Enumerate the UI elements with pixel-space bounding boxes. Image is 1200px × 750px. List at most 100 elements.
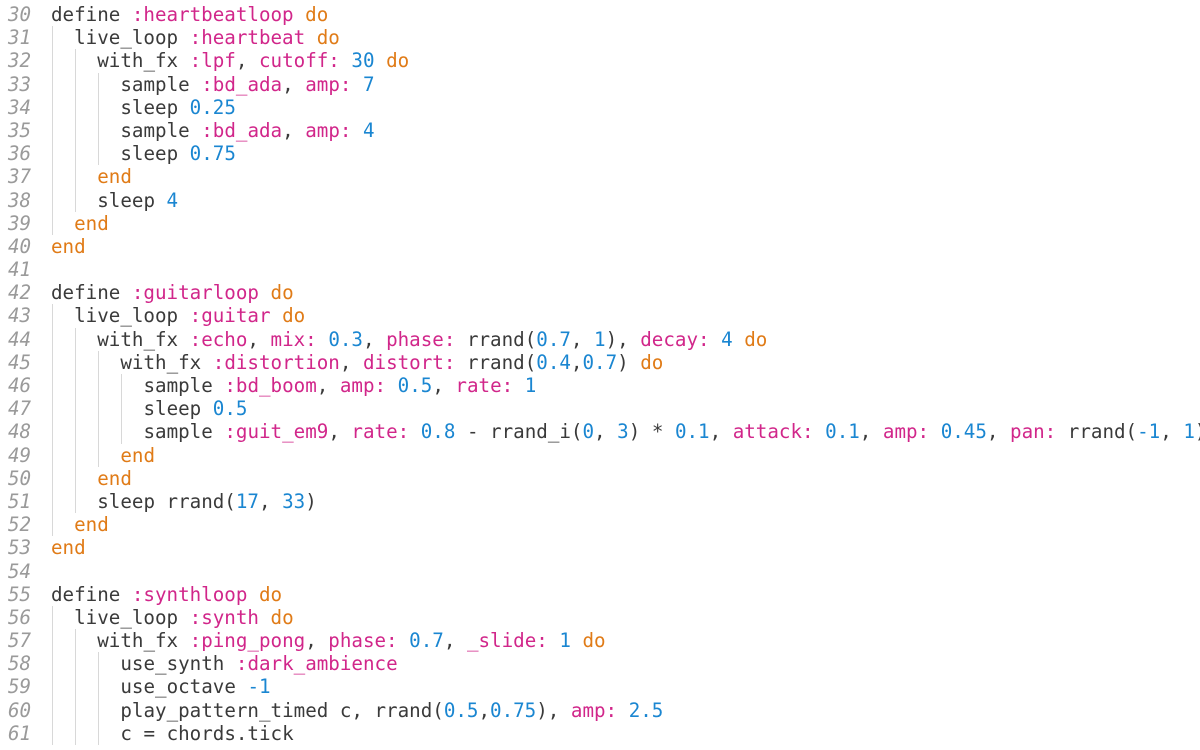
indent-guide bbox=[52, 652, 53, 676]
code-token: use_octave bbox=[120, 675, 248, 699]
indent-guide bbox=[52, 374, 53, 398]
line-number: 44 bbox=[8, 327, 32, 351]
indent-guide bbox=[75, 443, 77, 467]
code-text: sample :bd_ada, amp: 7 bbox=[120, 73, 374, 96]
code-token: live_loop bbox=[74, 304, 190, 328]
indent-guide bbox=[52, 466, 53, 490]
code-token: define bbox=[51, 3, 132, 26]
indent-guide bbox=[52, 675, 53, 699]
code-token: do bbox=[270, 605, 294, 629]
line-number: 38 bbox=[8, 188, 32, 212]
code-line[interactable]: 38 sleep 4 bbox=[0, 188, 1200, 212]
code-token: 0.7 bbox=[536, 327, 571, 351]
line-number: 41 bbox=[8, 258, 32, 282]
code-token: _slide: bbox=[466, 629, 548, 653]
code-text: live_loop :synth do bbox=[74, 606, 294, 629]
code-token: 0.1 bbox=[674, 420, 710, 444]
code-token: , bbox=[709, 420, 733, 444]
code-token: end bbox=[74, 513, 109, 537]
code-text: sample :bd_ada, amp: 4 bbox=[120, 119, 374, 142]
line-number: 59 bbox=[8, 675, 32, 699]
code-token: :heartbeatloop bbox=[131, 3, 294, 26]
code-token: with_fx bbox=[97, 327, 190, 351]
code-line[interactable]: 54 bbox=[0, 560, 1200, 583]
code-token: rrand( bbox=[1056, 420, 1138, 444]
code-token: do bbox=[316, 26, 340, 50]
code-token: amp: bbox=[882, 420, 930, 444]
code-token: with_fx bbox=[97, 49, 190, 73]
code-token: , bbox=[328, 420, 352, 444]
code-token: :ping_pong bbox=[189, 629, 306, 653]
code-token: , bbox=[570, 350, 583, 374]
code-token: , bbox=[247, 327, 271, 351]
line-number: 49 bbox=[8, 443, 32, 467]
code-token: phase: bbox=[328, 629, 398, 653]
code-line[interactable]: 41 bbox=[0, 258, 1200, 281]
indent-guide bbox=[75, 721, 77, 745]
code-token bbox=[513, 374, 525, 397]
indent-guide bbox=[98, 118, 100, 143]
line-number: 45 bbox=[8, 350, 32, 374]
code-token bbox=[305, 26, 317, 49]
line-number: 61 bbox=[8, 721, 32, 745]
code-token: 30 bbox=[351, 49, 375, 73]
code-text: with_fx :lpf, cutoff: 30 do bbox=[97, 49, 409, 72]
line-number: 46 bbox=[8, 374, 32, 397]
code-text: sleep 4 bbox=[97, 189, 178, 212]
code-token: distort: bbox=[362, 350, 456, 374]
indent-guide bbox=[98, 698, 100, 722]
code-token: live_loop bbox=[74, 605, 190, 629]
code-token bbox=[317, 328, 329, 351]
code-token: , bbox=[362, 327, 387, 351]
line-number: 30 bbox=[8, 3, 32, 26]
code-token: phase: bbox=[386, 327, 456, 351]
code-token: :heartbeat bbox=[189, 26, 306, 50]
code-token: sleep bbox=[120, 95, 190, 119]
indent-guide bbox=[75, 489, 77, 514]
code-token: rrand( bbox=[455, 350, 537, 374]
code-token bbox=[351, 73, 363, 96]
code-token: 17 bbox=[235, 489, 259, 513]
indent-guide bbox=[98, 72, 100, 96]
indent-guide bbox=[98, 721, 100, 745]
code-token: , bbox=[282, 72, 306, 96]
line-number: 42 bbox=[8, 281, 32, 305]
code-token: sleep bbox=[143, 397, 213, 421]
code-token: 0.75 bbox=[189, 142, 236, 166]
code-token: :echo bbox=[189, 327, 248, 351]
indent-guide bbox=[52, 118, 53, 143]
code-token: attack: bbox=[732, 420, 814, 444]
code-token: use_synth bbox=[120, 652, 236, 676]
code-token: rrand( bbox=[455, 327, 537, 351]
